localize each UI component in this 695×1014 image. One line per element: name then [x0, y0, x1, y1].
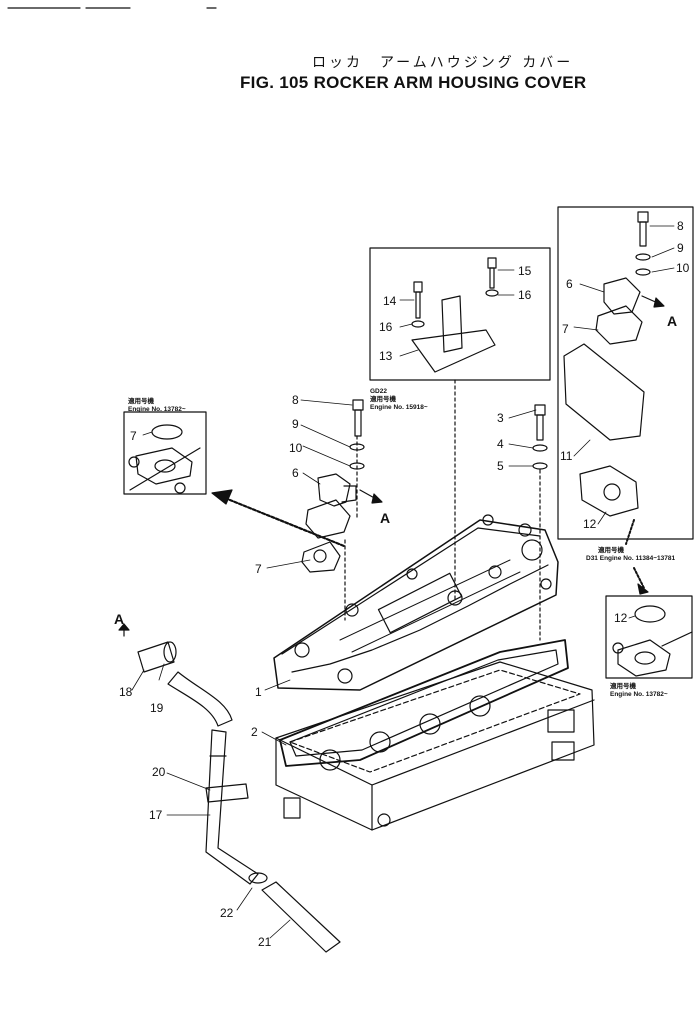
callout-3: 3	[497, 411, 504, 425]
head-gasket	[279, 639, 569, 767]
callout-15: 15	[518, 264, 532, 278]
callout-21: 21	[258, 935, 272, 949]
callout-12-d31: 12	[583, 517, 597, 531]
marker-a-d31: A	[667, 313, 677, 329]
callout-16-left: 16	[379, 320, 393, 334]
callout-5: 5	[497, 459, 504, 473]
title-japanese: ロッカ アームハウジング カバー	[312, 55, 574, 71]
callout-9: 9	[292, 417, 299, 431]
callout-18: 18	[119, 685, 133, 699]
note-gd22-range: Engine No. 15918~	[370, 404, 428, 411]
callout-20: 20	[152, 765, 166, 779]
cylinder-head	[275, 661, 595, 831]
callout-7-d31: 7	[562, 322, 569, 336]
note-right-jp: 適用号機	[610, 681, 637, 690]
title-english: FIG. 105 ROCKER ARM HOUSING COVER	[240, 73, 587, 92]
note-left-range: Engine No. 13782~	[128, 406, 186, 413]
flow-arrow	[118, 489, 346, 637]
note-gd22-jp: 適用号機	[370, 394, 397, 403]
left-detail-box	[123, 411, 207, 495]
breather-hose	[137, 641, 341, 953]
callout-2: 2	[251, 725, 258, 739]
leader-lines	[131, 225, 675, 939]
rocker-cover	[273, 514, 559, 691]
callout-7: 7	[255, 562, 262, 576]
callout-14: 14	[383, 294, 397, 308]
callout-6: 6	[292, 466, 299, 480]
note-right-range: Engine No. 13782~	[610, 691, 668, 698]
note-gd22-model: GD22	[370, 388, 387, 395]
note-left-jp: 適用号機	[128, 396, 155, 405]
callout-6-d31: 6	[566, 277, 573, 291]
callout-16-right: 16	[518, 288, 532, 302]
callout-11: 11	[560, 449, 573, 463]
callout-13: 13	[379, 349, 393, 363]
bracket-detail-box	[369, 247, 551, 601]
d31-variant-box	[557, 206, 694, 595]
callout-10: 10	[289, 441, 303, 455]
callout-8: 8	[292, 393, 299, 407]
callout-19: 19	[150, 701, 164, 715]
callout-22: 22	[220, 906, 234, 920]
breather-stack-center	[301, 399, 383, 621]
callout-12-detail: 12	[614, 611, 628, 625]
marker-a-center: A	[380, 510, 390, 526]
callout-9-d31: 9	[677, 241, 684, 255]
right-detail-box	[605, 595, 693, 679]
callout-4: 4	[497, 437, 504, 451]
callout-1: 1	[255, 685, 262, 699]
callout-7-left-detail: 7	[130, 429, 137, 443]
callout-17: 17	[149, 808, 163, 822]
note-d31-jp: 適用号機	[598, 545, 625, 554]
note-d31-range: D31 Engine No. 11384~13781	[586, 555, 675, 562]
callout-8-d31: 8	[677, 219, 684, 233]
marker-a-hose: A	[114, 611, 124, 627]
callout-10-d31: 10	[676, 261, 690, 275]
